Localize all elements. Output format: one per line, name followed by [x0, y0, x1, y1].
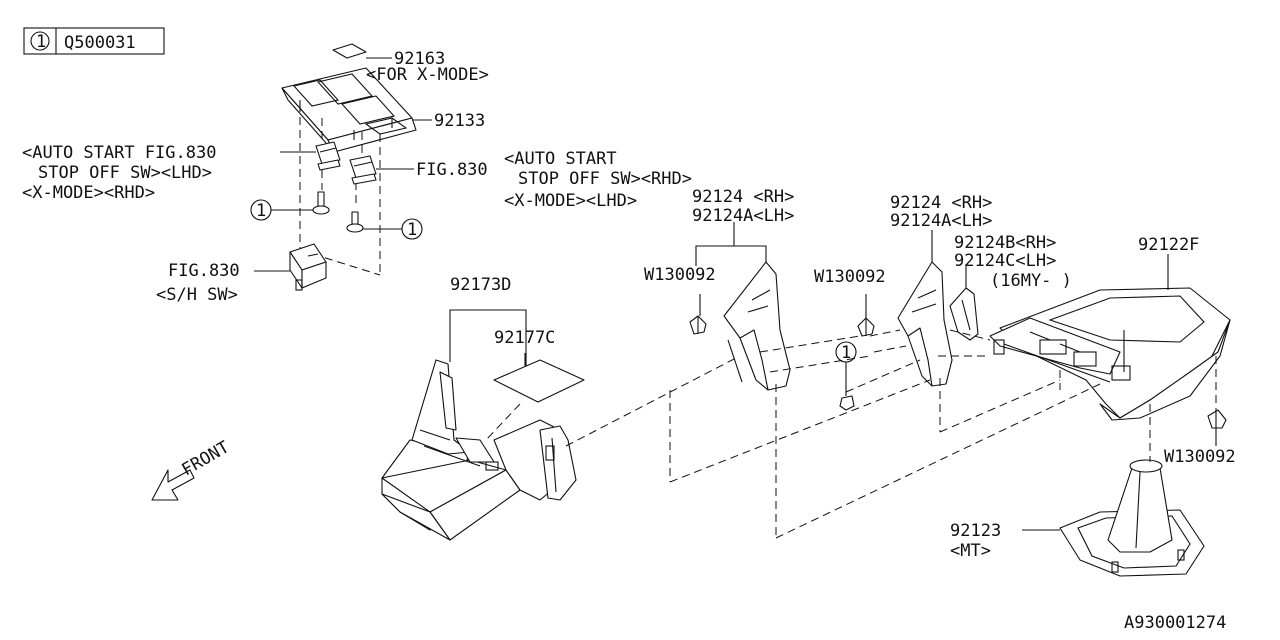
front-arrow-icon [151, 469, 195, 501]
label-92123-note: <MT> [950, 541, 991, 561]
label-92124-rh-b: 92124 <RH> [890, 193, 992, 213]
trim-panel-92124-a [723, 261, 791, 391]
trim-panel-92124-b [897, 261, 953, 387]
label-92133: 92133 [434, 111, 485, 131]
switch-panel-92133 [281, 43, 417, 153]
label-92122f: 92122F [1138, 235, 1199, 255]
console-base-92173d [381, 359, 577, 541]
auto-start-switch-lhd [315, 141, 341, 171]
sh-switch [289, 243, 327, 291]
label-92124a-lh-a: 92124A<LH> [692, 206, 794, 226]
key-part-number: Q500031 [64, 33, 136, 53]
label-fig830-right: FIG.830 [416, 160, 488, 180]
label-92124a-lh-b: 92124A<LH> [890, 211, 992, 231]
label-w130092-c: W130092 [1164, 447, 1236, 467]
shift-boot-92123 [1059, 459, 1205, 577]
trim-panel-92124b [949, 287, 979, 341]
label-auto-start-rhd-1: <AUTO START [504, 149, 617, 169]
label-92124b-rh: 92124B<RH> [954, 233, 1056, 253]
label-auto-start-rhd-3: <X-MODE><LHD> [504, 191, 637, 211]
label-auto-start-rhd-2: STOP OFF SW><RHD> [518, 169, 692, 189]
clip-w130092-c [1207, 409, 1227, 429]
screw-left [312, 191, 330, 215]
label-fig830-sh: FIG.830 [168, 261, 240, 281]
label-w130092-a: W130092 [644, 265, 716, 285]
label-auto-start-lhd-2: STOP OFF SW><LHD> [38, 163, 212, 183]
label-92124c-lh: 92124C<LH> [954, 251, 1056, 271]
shift-console-92122f [989, 287, 1231, 421]
clip-w130092-b [857, 317, 875, 337]
label-auto-start-lhd-3: <X-MODE><RHD> [22, 183, 155, 203]
label-16my: (16MY- ) [990, 271, 1072, 291]
label-92163: 92163 [394, 49, 445, 69]
screw-ref-right: 1 [407, 220, 417, 240]
diagram-id: A930001274 [1124, 613, 1226, 633]
screw-ref-left: 1 [256, 201, 266, 221]
label-fig830-sh-note: <S/H SW> [156, 285, 238, 305]
label-front: FRONT [179, 437, 233, 480]
label-92123: 92123 [950, 521, 1001, 541]
screw-ref-center: 1 [841, 343, 851, 363]
pad-92177c [493, 359, 585, 403]
key-circle-number: 1 [36, 32, 46, 52]
clip-small-center [839, 395, 855, 411]
auto-start-switch-rhd [349, 155, 377, 185]
label-auto-start-lhd-1: <AUTO START FIG.830 [22, 143, 216, 163]
label-92163-note: <FOR X-MODE> [366, 65, 489, 85]
label-92173d: 92173D [450, 275, 511, 295]
clip-w130092-a [689, 315, 707, 335]
label-92177c: 92177C [494, 328, 555, 348]
screw-right [346, 211, 364, 233]
label-w130092-b: W130092 [814, 267, 886, 287]
label-92124-rh-a: 92124 <RH> [692, 187, 794, 207]
key-box: 1 Q500031 [23, 27, 165, 55]
